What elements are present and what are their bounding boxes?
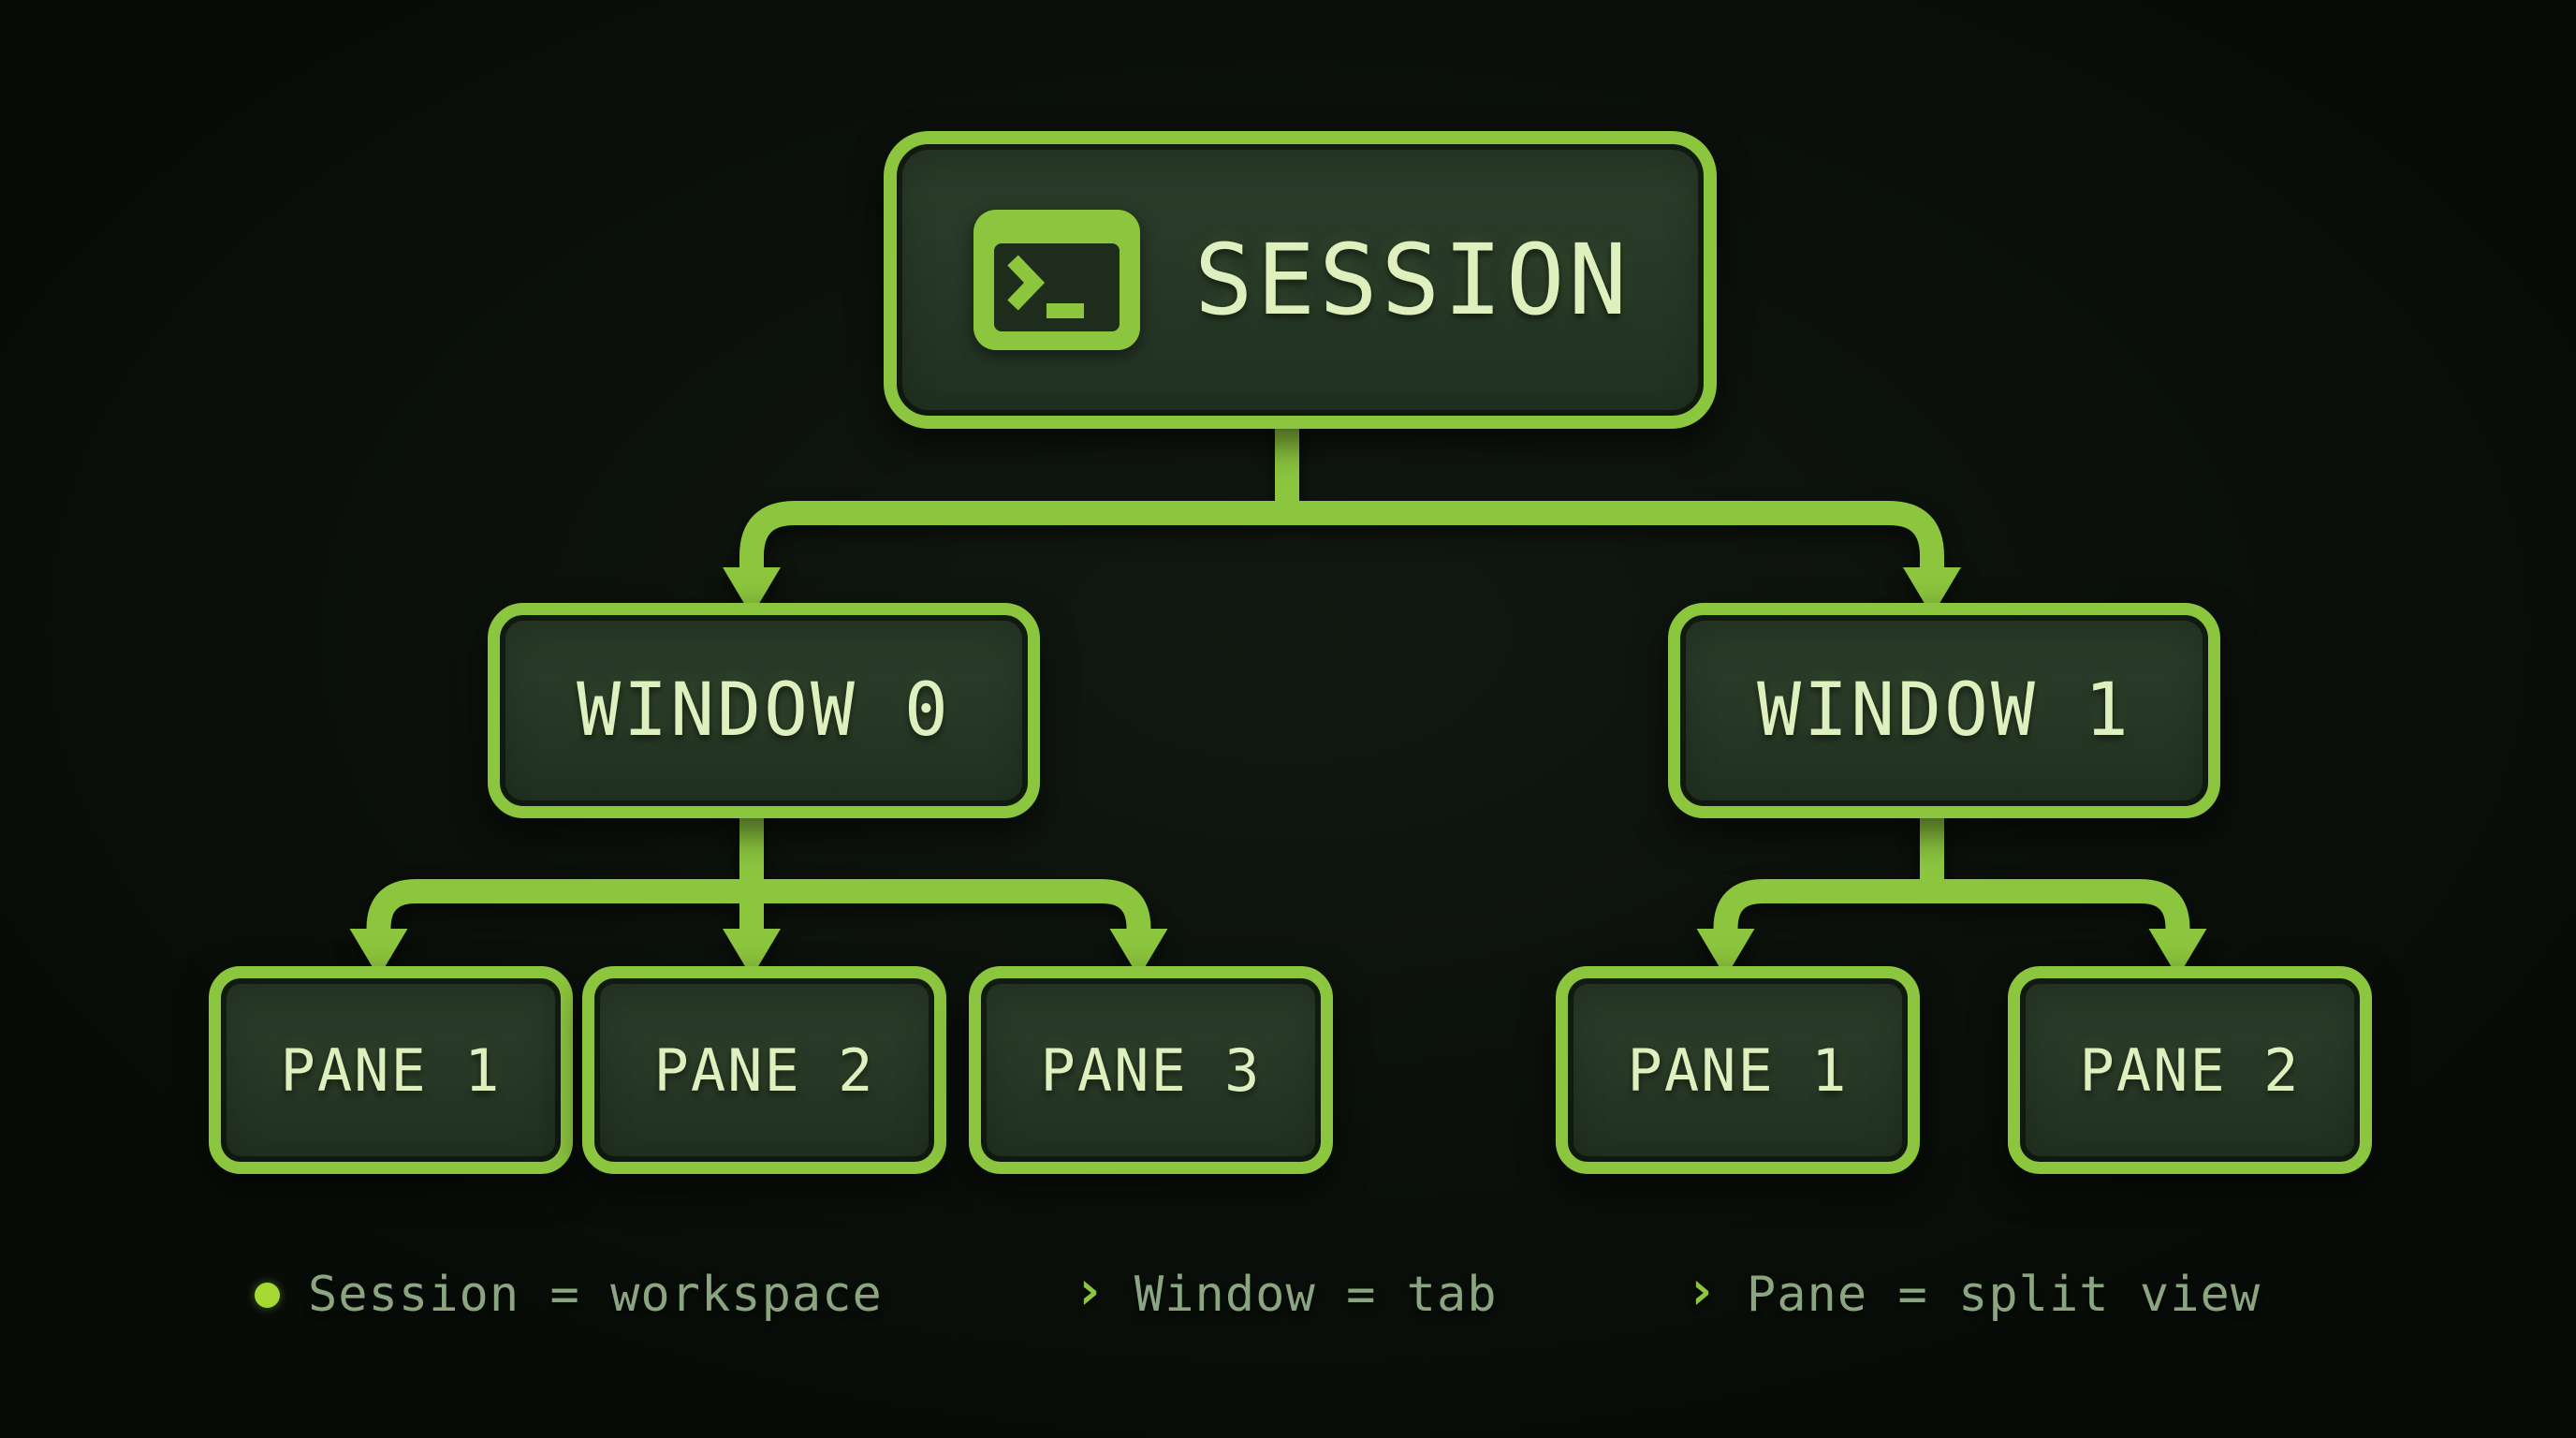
legend-text: Session = workspace <box>308 1267 883 1323</box>
window-0-pane-1-node: PANE 1 <box>209 966 573 1174</box>
session-node: SESSION <box>884 131 1717 429</box>
dot-icon <box>255 1282 280 1308</box>
window-0-pane-3-node: PANE 3 <box>969 966 1333 1174</box>
arrowhead-icons <box>349 567 2207 977</box>
window-1-pane-2-node: PANE 2 <box>2008 966 2372 1174</box>
legend-item-pane: Pane = split view <box>1685 1266 2261 1324</box>
window-0-node: WINDOW 0 <box>488 603 1040 818</box>
window-1-node: WINDOW 1 <box>1668 603 2220 818</box>
window-1-label: WINDOW 1 <box>1757 668 2131 753</box>
pane-label: PANE 1 <box>1627 1035 1849 1105</box>
legend-text: Pane = split view <box>1746 1267 2261 1323</box>
chevron-icon <box>1685 1263 1719 1317</box>
chevron-icon <box>1073 1263 1106 1317</box>
pane-label: PANE 2 <box>2079 1035 2301 1105</box>
legend-item-window: Window = tab <box>1073 1266 1498 1324</box>
window-0-label: WINDOW 0 <box>577 668 951 753</box>
session-label: SESSION <box>1193 223 1632 337</box>
pane-label: PANE 2 <box>653 1035 875 1105</box>
pane-label: PANE 3 <box>1040 1035 1262 1105</box>
pane-label: PANE 1 <box>280 1035 502 1105</box>
legend-text: Window = tab <box>1134 1267 1498 1323</box>
window-0-pane-2-node: PANE 2 <box>582 966 946 1174</box>
legend-item-session: Session = workspace <box>255 1266 883 1324</box>
window-1-pane-1-node: PANE 1 <box>1556 966 1920 1174</box>
terminal-icon <box>973 210 1140 350</box>
